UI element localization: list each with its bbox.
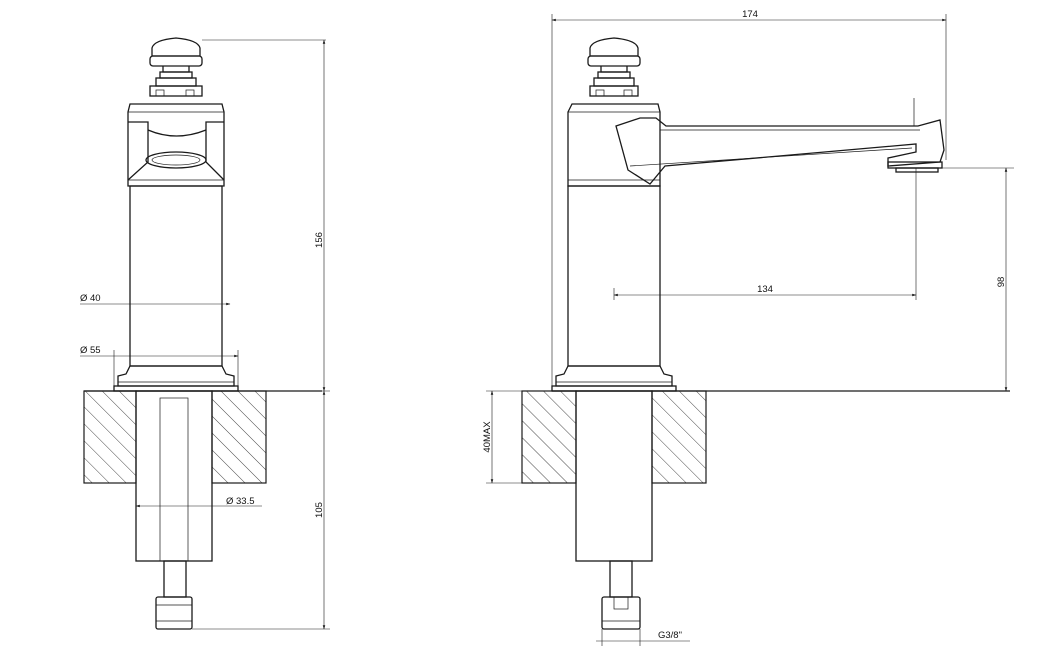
dim-diameter-symbol-335: Ø xyxy=(226,496,234,507)
side-view: 174 134 98 40MAX G3/8" xyxy=(482,9,1014,646)
dim-body-diameter-label: 40 xyxy=(90,293,101,304)
side-head xyxy=(567,103,661,187)
dim-connection-label: G3/8" xyxy=(658,630,682,641)
side-connector xyxy=(601,596,641,630)
front-head xyxy=(127,103,225,187)
side-handle xyxy=(587,37,641,97)
front-body xyxy=(129,185,223,367)
dim-spout-reach-label: 134 xyxy=(757,284,773,295)
side-base xyxy=(555,365,673,387)
side-shank xyxy=(575,390,653,562)
dim-spout-height-label: 98 xyxy=(996,277,1007,288)
side-spout xyxy=(615,98,945,185)
dim-overall-reach-label: 174 xyxy=(742,9,758,20)
dim-front-below-label: 105 xyxy=(314,502,325,518)
front-base xyxy=(117,365,235,387)
dim-shank-diameter-label: 33.5 xyxy=(236,496,255,507)
front-connector xyxy=(155,596,193,630)
side-deck-right xyxy=(651,390,707,484)
side-body xyxy=(567,185,661,367)
dim-base-diameter-label: 55 xyxy=(90,345,101,356)
front-deck-left xyxy=(83,390,137,484)
dim-deck-thickness-label: 40MAX xyxy=(482,421,493,453)
side-deck-left xyxy=(521,390,577,484)
dim-front-height-label: 156 xyxy=(314,232,325,248)
front-view: 156 105 Ø 40 Ø 55 Ø 33.5 xyxy=(80,37,330,630)
dim-diameter-symbol-40: Ø xyxy=(80,293,88,304)
front-shank xyxy=(135,390,213,562)
dim-diameter-symbol-55: Ø xyxy=(80,345,88,356)
front-handle xyxy=(149,37,203,97)
front-deck-right xyxy=(211,390,267,484)
